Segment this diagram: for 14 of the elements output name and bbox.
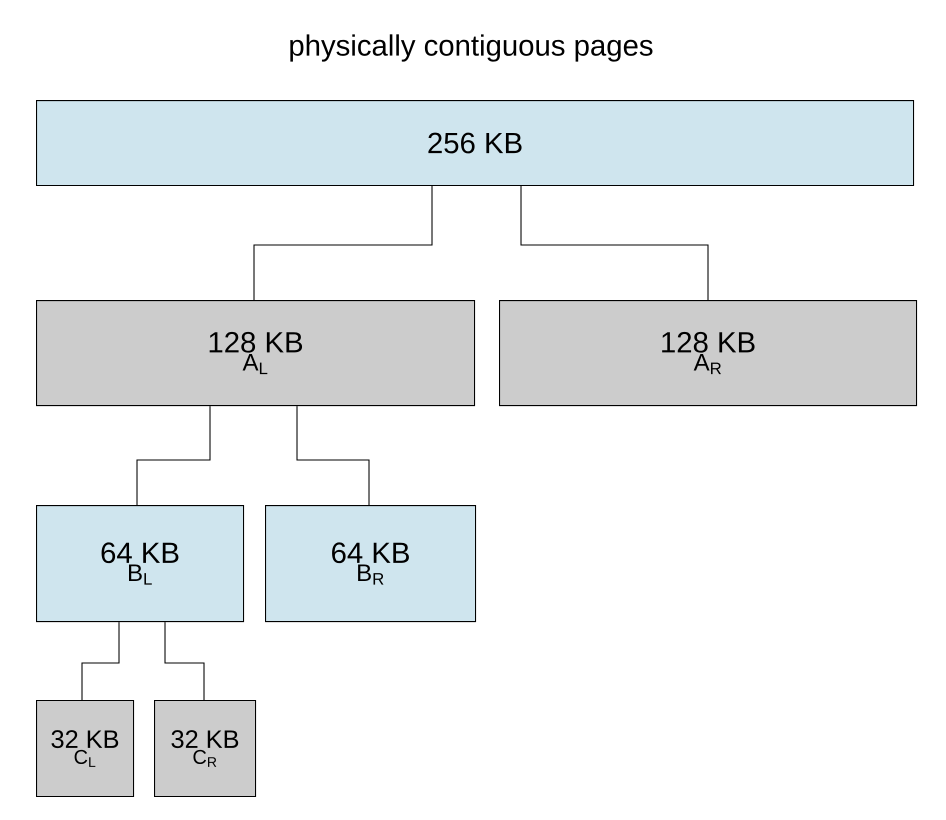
connector — [520, 186, 709, 300]
memory-block: 32 KB C$_{R}$ — [154, 700, 256, 798]
connector — [136, 406, 211, 505]
connector — [296, 406, 370, 505]
connector — [253, 186, 433, 300]
memory-block: 128 KB A$_{L}$ — [36, 300, 476, 406]
memory-block: 64 KB B$_{R}$ — [265, 505, 476, 622]
memory-block: 32 KB C$_{L}$ — [36, 700, 134, 798]
connector — [81, 622, 120, 700]
memory-block: 64 KB B$_{L}$ — [36, 505, 244, 622]
memory-block: 128 KB A$_{R}$ — [499, 300, 918, 406]
connector — [164, 622, 205, 700]
title: physically contiguous pages — [290, 34, 652, 62]
memory-block: 256 KB — [36, 100, 914, 186]
